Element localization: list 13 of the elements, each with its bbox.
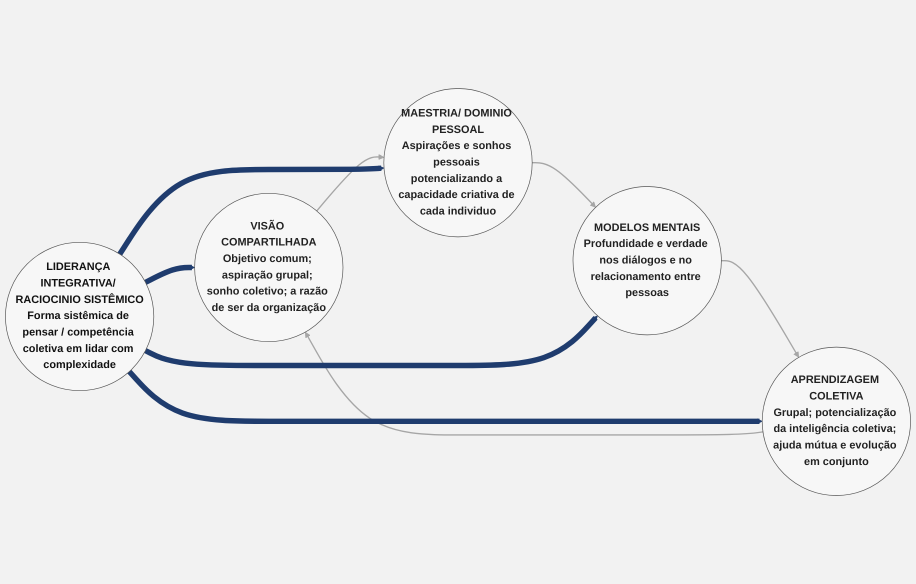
node-circle: VISÃO COMPARTILHADA Objetivo comum; aspiração grupal; sonho coletivo; a razão de ser da organização — [194, 192, 344, 342]
node-circle: APRENDIZAGEM COLETIVA Grupal; potencialização da inteligência coletiva; ajuda mútua e evolução em conjunto — [762, 346, 911, 496]
node-circle: LIDERANÇA INTEGRATIVA/ RACIOCINIO SISTÊMICO Forma sistêmica de pensar / competência coletiva em lidar com complexidade — [5, 242, 154, 392]
arrow — [305, 332, 764, 436]
arrow — [144, 264, 195, 285]
node-circle: MODELOS MENTAIS Profundidade e verdade nos diálogos e no relacionamento entre pessoas — [572, 186, 722, 336]
arrow — [117, 165, 384, 256]
arrow — [316, 154, 384, 212]
node-circle: MAESTRIA/ DOMINIO PESSOAL Aspirações e sonhos pessoais potencializando a capacidade criativa de cada individuo — [383, 88, 533, 238]
arrow — [127, 370, 762, 424]
arrow — [144, 316, 598, 368]
arrow — [532, 162, 596, 208]
arrow — [721, 260, 799, 358]
